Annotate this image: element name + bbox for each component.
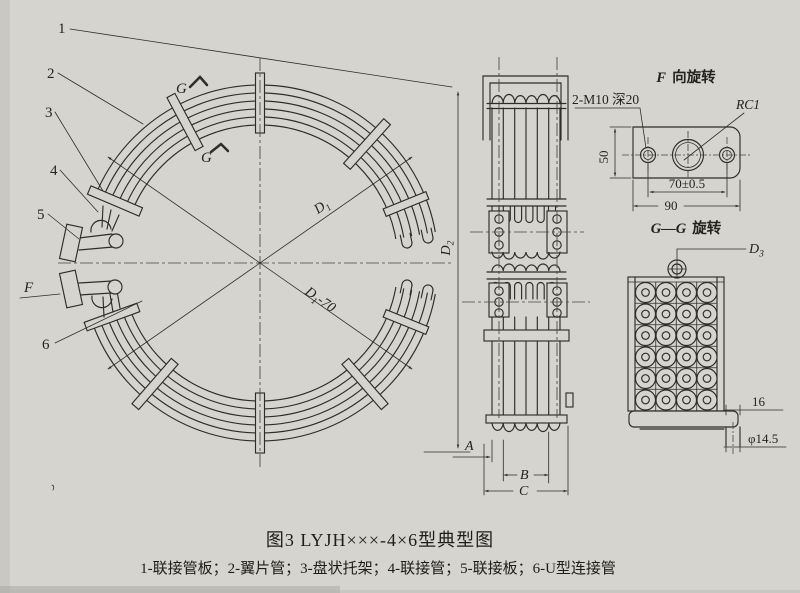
part-label-4: 4 <box>50 163 58 179</box>
tube-end <box>108 233 124 249</box>
connection-plate-face <box>632 126 741 179</box>
bottom-band <box>485 414 568 424</box>
section-mark-g-top <box>188 75 209 89</box>
figure-caption: 图3 LYJH×××-4×6型典型图 1-联接管板；2-翼片管；3-盘状托架；4… <box>140 530 616 577</box>
coil-plan-view: D1 D1-70 D2 G G F 1 2 3 4 5 6 <box>19 21 471 468</box>
connection-plate <box>58 223 84 263</box>
part-label-6: 6 <box>42 337 50 353</box>
parts-legend: 1-联接管板；2-翼片管；3-盘状托架；4-联接管；5-联接板；6-U型连接管 <box>140 559 616 577</box>
section-label-g-top: G <box>176 81 187 97</box>
top-connection-plate-frame <box>482 75 569 141</box>
dim-line-d1-70 <box>107 156 413 370</box>
leader-line-2 <box>57 72 144 125</box>
d3-leader <box>676 248 747 260</box>
connection-tube <box>78 280 113 296</box>
clamp-collar <box>483 329 570 342</box>
dim-16-label: 16 <box>752 394 766 409</box>
dim-a-label: A <box>464 439 474 454</box>
tube-end <box>107 279 123 295</box>
side-tab <box>565 392 574 408</box>
front-elevation-view: A B C <box>452 57 590 499</box>
tube-bottom-bends <box>491 422 561 432</box>
view-f-arrow-line <box>19 293 61 299</box>
section-mark-g-bottom <box>209 142 230 154</box>
rc-note: RC1 <box>735 97 760 112</box>
front-view-dimensions: A B C <box>452 425 569 499</box>
top-frame-inner <box>489 82 562 141</box>
assembly-bar <box>486 198 567 207</box>
leader-line-4 <box>59 169 99 213</box>
tube-top-bends <box>491 263 561 272</box>
bottom-bracket <box>628 410 741 447</box>
dim-b-label: B <box>520 468 529 483</box>
dim-90-label: 90 <box>665 198 678 213</box>
dim-d3-label: D3 <box>748 242 764 260</box>
view-label-f: F <box>23 280 34 296</box>
tubes-upper <box>491 107 561 200</box>
part-label-2: 2 <box>47 66 55 82</box>
dim-d2-label: D2 <box>439 240 457 256</box>
scan-edge-shadow-bottom <box>0 586 340 593</box>
part-label-1: 1 <box>58 21 66 37</box>
scan-edge-shadow-bottom2 <box>0 590 800 593</box>
part-label-3: 3 <box>45 105 53 121</box>
scan-noise-mark <box>51 484 55 491</box>
tube-lattice <box>634 281 718 412</box>
dim-c-label: C <box>519 484 529 499</box>
assembly-bar <box>486 271 567 280</box>
figure-title: 图3 LYJH×××-4×6型典型图 <box>266 530 494 550</box>
tube-bottom-bends <box>491 251 561 260</box>
leader-line-6 <box>54 300 143 344</box>
dim-50-label: 50 <box>596 151 611 164</box>
leader-line-1 <box>69 28 453 88</box>
part-leaders: 1 2 3 4 5 6 <box>37 21 453 353</box>
connection-tube <box>78 233 114 251</box>
connection-plate <box>58 269 84 309</box>
leader-line-5 <box>47 213 80 240</box>
rc-note-leader <box>683 112 745 161</box>
section-label-g-bottom: G <box>201 150 212 166</box>
dim-phi-label: φ14.5 <box>748 431 778 446</box>
thread-note: 2-M10 深20 <box>572 92 639 107</box>
leader-line-3 <box>54 111 104 192</box>
dim-70-label: 70±0.5 <box>669 176 705 191</box>
lower-connection-assembly <box>486 263 568 318</box>
tubes-lower <box>491 316 561 416</box>
part-label-5: 5 <box>37 207 45 223</box>
scan-edge-shadow-left <box>0 0 10 593</box>
thread-note-leader <box>574 107 647 149</box>
